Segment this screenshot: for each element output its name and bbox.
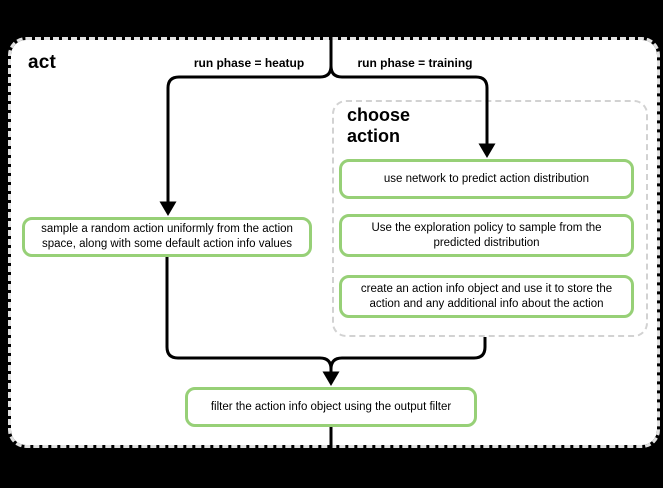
choose-action-title: choose action [347, 105, 411, 146]
edge-label-heatup: run phase = heatup [193, 56, 305, 70]
node-sample-random-action: sample a random action uniformly from th… [22, 217, 312, 257]
node-filter-action-info: filter the action info object using the … [185, 387, 477, 427]
act-title: act [28, 52, 57, 73]
node-exploration-policy-sample: Use the exploration policy to sample fro… [339, 214, 634, 257]
node-use-network-predict: use network to predict action distributi… [339, 159, 634, 199]
edge-label-training: run phase = training [357, 56, 473, 70]
node-create-action-info: create an action info object and use it … [339, 275, 634, 318]
